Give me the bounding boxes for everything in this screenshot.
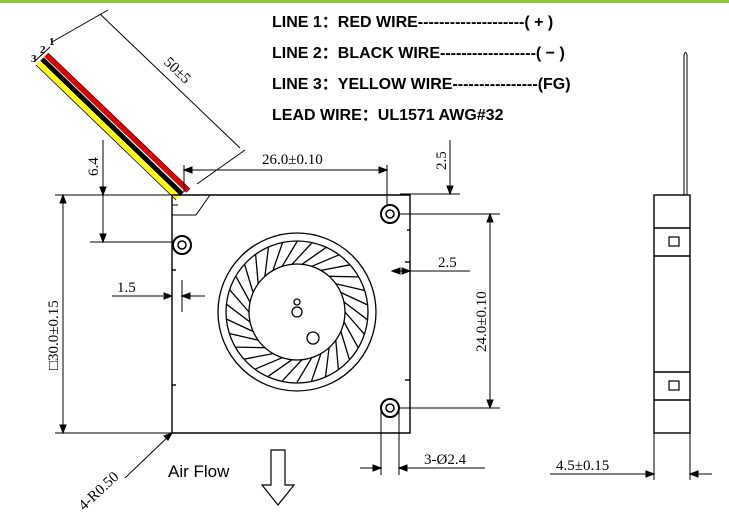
wire-black (40, 57, 184, 196)
impeller-blade (243, 264, 254, 293)
hole-top-right (380, 204, 400, 224)
impeller-blade (235, 275, 251, 303)
airflow-arrow-icon (260, 449, 296, 506)
dim-top-width-label: 26.0±0.10 (262, 152, 323, 168)
fan-body (171, 194, 411, 434)
spec-line-3: LINE 3：YELLOW WIRE----------------(FG) (272, 76, 571, 93)
impeller-blade (254, 254, 259, 284)
impeller-blade (343, 301, 368, 321)
impeller-blade (310, 353, 322, 382)
wire-num-2: 2 (40, 44, 46, 56)
impeller-blade (335, 340, 340, 370)
dim-corner-label: 4-R0.50 (76, 469, 123, 514)
impeller-blade (291, 242, 313, 265)
hole-left (172, 235, 192, 255)
dim-top-width (182, 165, 389, 205)
impeller-blade (311, 254, 340, 267)
impeller-blade (340, 291, 368, 306)
impeller-blade (343, 321, 359, 349)
wire-num-1: 1 (49, 36, 55, 48)
dim-wire-offset-label: 6.4 (86, 157, 102, 176)
impeller-blade (324, 347, 330, 378)
impeller-blade (301, 246, 327, 265)
dim-hole-span (400, 212, 500, 410)
impeller-blade (335, 283, 365, 292)
wire-num-3: 3 (31, 53, 37, 65)
spec-line-2: LINE 2：BLACK WIRE------------------( − ) (272, 45, 565, 62)
impeller (217, 232, 377, 392)
dim-thickness (550, 433, 712, 480)
airflow-label: Air Flow (168, 462, 230, 481)
impeller-blade (267, 359, 293, 378)
impeller-blade (344, 311, 365, 335)
accent-band (0, 0, 729, 3)
dim-top-offset-label: 2.5 (434, 151, 450, 170)
dim-side-height (55, 193, 172, 435)
mounting-holes (172, 204, 400, 418)
impeller-blade (243, 352, 274, 360)
impeller-blade (229, 289, 250, 313)
dim-thickness-label: 4.5±0.15 (556, 458, 609, 474)
dim-holes (360, 410, 485, 475)
impeller-blade (235, 346, 265, 349)
impeller-blade (264, 246, 270, 277)
impeller-blade (226, 303, 251, 323)
dim-hole-span-label: 24.0±0.10 (474, 291, 490, 352)
dim-corner (124, 432, 174, 479)
impeller-blade (329, 275, 359, 278)
dim-hole-inset-label: 2.5 (438, 255, 457, 271)
impeller-blade (281, 240, 298, 267)
dim-left-gap-label: 1.5 (117, 280, 136, 296)
wire-yellow (36, 61, 180, 200)
impeller-blade (254, 357, 283, 370)
impeller-blade (281, 359, 303, 382)
lead-wires (33, 46, 191, 201)
wire-length-dim (51, 9, 246, 185)
side-view (653, 52, 691, 434)
impeller-blade (226, 318, 254, 333)
dim-holes-label: 3-Ø2.4 (424, 452, 467, 468)
wire-red (44, 53, 190, 193)
impeller-blade (320, 264, 351, 272)
impeller-blade (340, 331, 351, 360)
impeller-blade (229, 332, 259, 341)
dim-hole-inset (390, 262, 470, 280)
wire-length-label: 50±5 (160, 54, 193, 87)
dim-top-offset (400, 140, 460, 215)
spec-lead-wire: LEAD WIRE：UL1571 AWG#32 (272, 107, 504, 124)
spec-line-1: LINE 1：RED WIRE--------------------( + ) (272, 14, 553, 31)
impeller-blade (272, 242, 284, 271)
hole-bottom-right (380, 398, 400, 418)
dim-side-height-label: □30.0±0.15 (46, 300, 62, 370)
dim-left-gap (112, 280, 205, 312)
impeller-blade (296, 357, 313, 384)
